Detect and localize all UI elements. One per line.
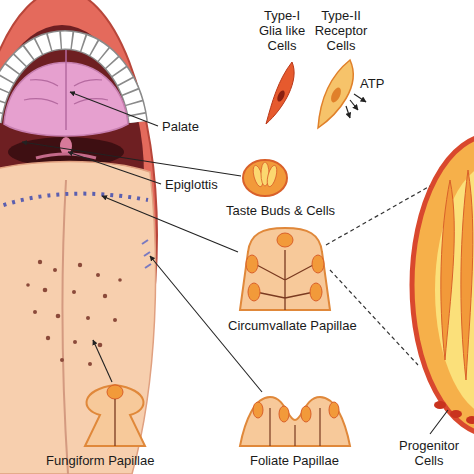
anatomy-label: Taste Buds & Cells [226, 203, 335, 218]
anatomy-label: Palate [162, 119, 199, 134]
cell-label: Type-I Glia like Cells [252, 8, 312, 53]
anatomy-label: Foliate Papillae [250, 453, 339, 468]
cell-label: Progenitor Cells [392, 438, 466, 468]
anatomy-label: Fungiform Papillae [46, 453, 154, 468]
cell-label: Type-II Receptor Cells [310, 8, 372, 53]
molecule-label: ATP [360, 76, 384, 91]
anatomy-label: Circumvallate Papillae [228, 318, 357, 333]
anatomy-label: Epiglottis [165, 177, 218, 192]
